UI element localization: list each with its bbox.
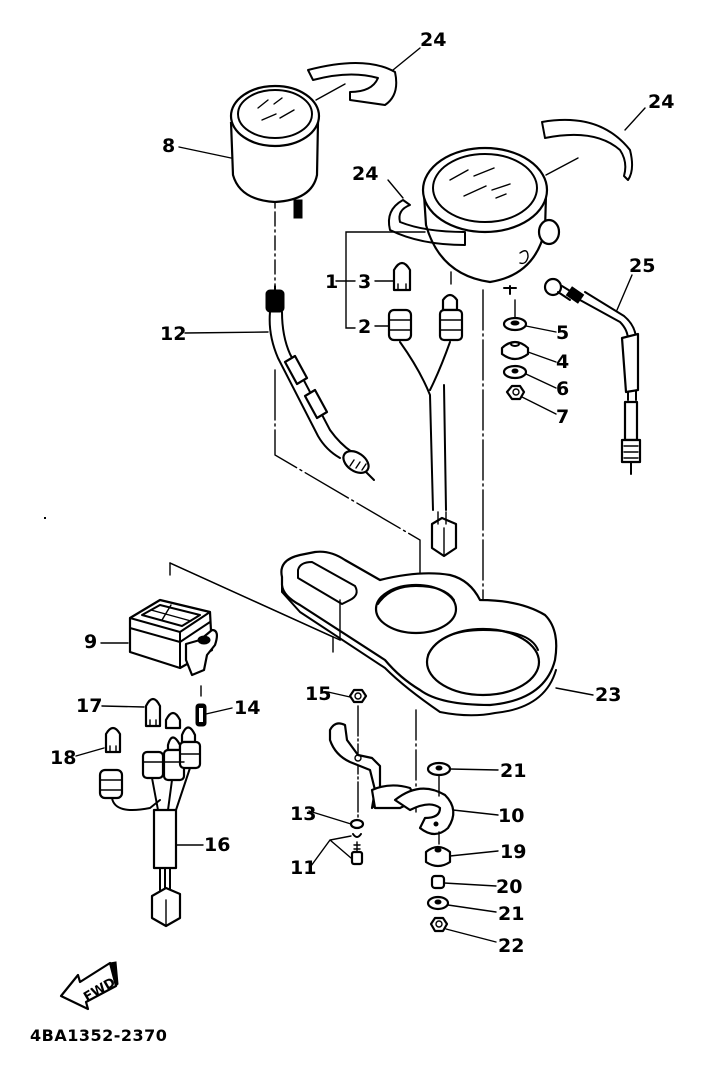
leader-19 (449, 850, 499, 857)
callout-7: 7 (556, 406, 569, 428)
callout-21a: 21 (500, 760, 526, 782)
forward-direction-arrow: FWD (59, 961, 119, 1011)
indicator-light-box (128, 598, 219, 677)
callout-22: 22 (498, 935, 524, 957)
callout-5: 5 (556, 322, 569, 344)
callout-17: 17 (76, 695, 102, 717)
socket-right (438, 293, 464, 342)
leader-8 (178, 146, 232, 159)
callout-20: 20 (496, 876, 522, 898)
socket-2 (387, 308, 413, 342)
speedometer (421, 146, 561, 295)
callout-14: 14 (234, 697, 260, 719)
meter-band-middle (387, 199, 466, 246)
washer-21-bottom (426, 895, 450, 911)
leader-15 (327, 691, 351, 698)
leader-13 (308, 810, 352, 825)
leader-14 (205, 707, 233, 715)
harness-wire-a (399, 341, 434, 511)
socket-cord-assembly (98, 711, 202, 928)
leader-6 (525, 373, 557, 389)
callout-13: 13 (290, 803, 316, 825)
washer-6 (502, 364, 528, 380)
callout-11: 11 (290, 857, 316, 879)
damper-19 (424, 845, 452, 868)
bolt-11 (350, 833, 364, 866)
damper-4 (500, 340, 530, 361)
callout-10: 10 (498, 805, 524, 827)
meter-bracket (280, 550, 558, 717)
bulb-18 (104, 726, 122, 754)
washer-21-top (426, 761, 452, 777)
assembly-line-8-24 (315, 83, 346, 101)
callout-1: 1 (325, 271, 338, 293)
part-code: 4BA1352-2370 (30, 1026, 167, 1045)
leader-20 (443, 882, 497, 887)
leader-4 (527, 351, 557, 363)
leader-24b (624, 107, 646, 131)
callout-19: 19 (500, 841, 526, 863)
leader-17 (101, 705, 145, 708)
leader-24c (387, 179, 404, 199)
callout-23: 23 (595, 684, 621, 706)
callout-25: 25 (629, 255, 655, 277)
group-bracket-1 (345, 231, 426, 329)
bulb-17 (144, 697, 162, 728)
callout-6: 6 (556, 378, 569, 400)
tachometer-cable (265, 285, 375, 481)
callout-18: 18 (50, 747, 76, 769)
leader-24a (392, 47, 421, 71)
meter-band-top-right (541, 118, 634, 181)
assembly-line-indicator-diag (169, 562, 334, 638)
tachometer (229, 84, 321, 219)
nut-22 (429, 916, 449, 933)
leader-25 (616, 274, 633, 311)
harness-connector (430, 511, 458, 558)
bulb-3 (392, 261, 412, 292)
leader-12 (184, 331, 269, 334)
callout-24c: 24 (352, 163, 378, 185)
nut-7 (505, 384, 526, 401)
bracket-10 (393, 787, 455, 836)
callout-12: 12 (160, 323, 186, 345)
leader-10 (452, 809, 499, 816)
callout-21b: 21 (498, 903, 524, 925)
leader-21b (447, 904, 497, 913)
callout-24a: 24 (420, 29, 446, 51)
washer-13 (349, 818, 365, 830)
screw-14 (195, 703, 207, 727)
leader-22 (445, 928, 497, 943)
callout-9: 9 (84, 631, 97, 653)
leader-11 (310, 835, 352, 867)
nut-15 (348, 688, 368, 704)
callout-8: 8 (162, 135, 175, 157)
assembly-line-tach-bracket (274, 369, 421, 591)
assembly-line-speedo-24 (545, 157, 579, 176)
callout-4: 4 (556, 351, 569, 373)
leader-7 (521, 396, 557, 415)
callout-15: 15 (305, 683, 331, 705)
leader-5 (525, 325, 557, 333)
stray-dot (44, 517, 46, 519)
callout-3: 3 (358, 271, 371, 293)
harness-wire-b (429, 341, 451, 391)
callout-24b: 24 (648, 91, 674, 113)
washer-5 (502, 316, 528, 332)
callout-16: 16 (204, 834, 230, 856)
leader-23 (555, 687, 594, 696)
callout-2: 2 (358, 316, 371, 338)
leader-21a (449, 768, 499, 771)
leader-18 (75, 747, 105, 757)
speedometer-cable (543, 277, 642, 475)
collar-20 (430, 874, 446, 890)
harness-wire-c (443, 384, 447, 511)
meter-band-top-left (307, 62, 398, 106)
